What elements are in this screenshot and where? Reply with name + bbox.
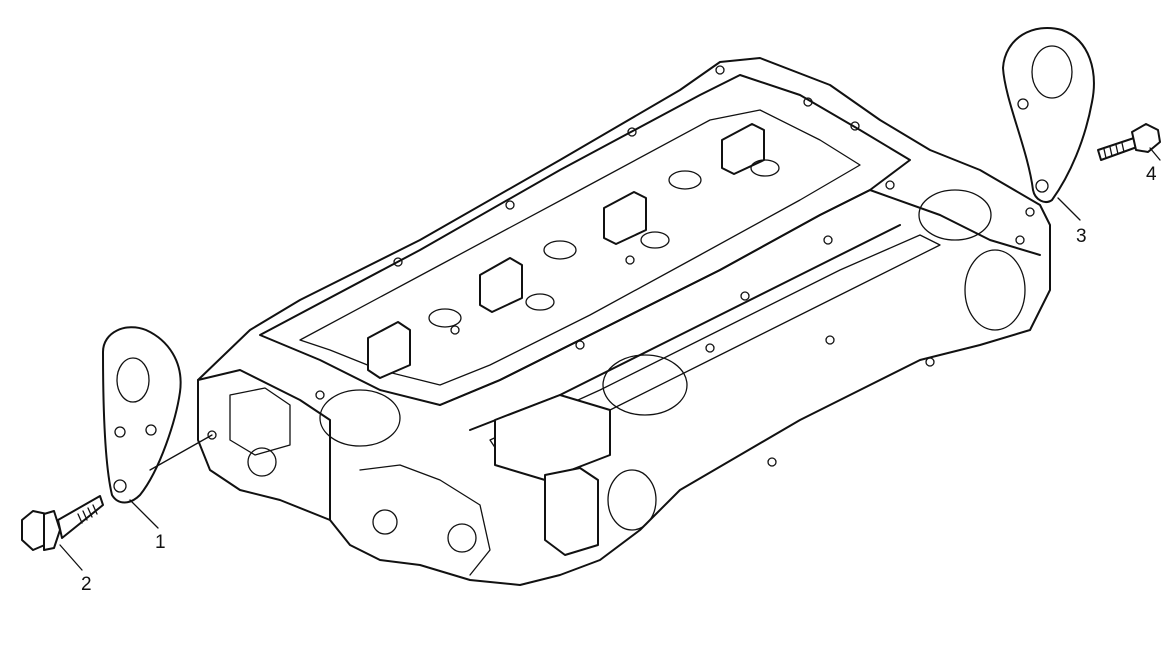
bracket-rear-bolt-hole xyxy=(1035,179,1049,193)
leader-1 xyxy=(129,499,159,529)
cam-towers xyxy=(367,123,765,379)
callout-label-4: 4 xyxy=(1146,164,1157,185)
front-end-face xyxy=(197,369,331,521)
bolt-rear-thread xyxy=(1103,142,1125,159)
leader-3 xyxy=(1057,197,1081,221)
bolt-rear xyxy=(1097,123,1161,161)
bolt-rear-head xyxy=(1131,123,1161,153)
bracket-rear-lift-eye xyxy=(1031,45,1073,99)
front-boss-3 xyxy=(447,523,477,553)
bolt-front-flange xyxy=(43,510,61,551)
port-opening-3 xyxy=(964,249,1026,331)
injector-boss xyxy=(494,394,611,481)
port-opening-4 xyxy=(918,189,992,241)
bolt-front xyxy=(21,495,104,551)
bracket-front-hole-a xyxy=(114,426,126,438)
bracket-front-hole-b xyxy=(145,424,157,436)
port-opening-2 xyxy=(607,469,657,531)
bracket-rear-hole-a xyxy=(1017,98,1029,110)
mid-boss xyxy=(544,467,599,556)
bracket-front-bolt-hole xyxy=(113,479,127,493)
bracket-front-lift-eye xyxy=(116,357,150,403)
bracket-rear-plate xyxy=(1002,27,1095,203)
front-boss-1 xyxy=(247,447,277,477)
top-deck-inner xyxy=(299,109,861,386)
leader-4 xyxy=(1149,147,1161,161)
bolt-front-thread xyxy=(77,504,98,524)
bolt-front-shank xyxy=(57,495,104,539)
leader-2 xyxy=(59,544,83,571)
rear-bracket-mount-hole xyxy=(1025,207,1035,217)
callout-label-3: 3 xyxy=(1076,226,1087,247)
side-face-edge xyxy=(439,189,1041,406)
bracket-front-alignment-line xyxy=(149,434,213,471)
front-bore xyxy=(319,389,401,447)
front-pad xyxy=(229,387,291,456)
lifting-bracket-front xyxy=(102,326,182,504)
valve-pockets xyxy=(428,159,780,328)
front-bracket-mount-hole xyxy=(207,430,217,440)
callout-leaders xyxy=(59,147,1161,571)
front-boss-2 xyxy=(372,509,398,535)
lifting-bracket-rear xyxy=(1002,27,1095,203)
head-outline xyxy=(197,57,1051,586)
callout-label-2: 2 xyxy=(81,574,92,595)
cylinder-head xyxy=(197,57,1051,586)
callout-label-1: 1 xyxy=(155,532,166,553)
deck-bolt-holes xyxy=(315,65,1025,467)
front-flange xyxy=(359,464,491,576)
port-opening-1 xyxy=(602,354,688,416)
bracket-front-plate xyxy=(102,326,182,504)
